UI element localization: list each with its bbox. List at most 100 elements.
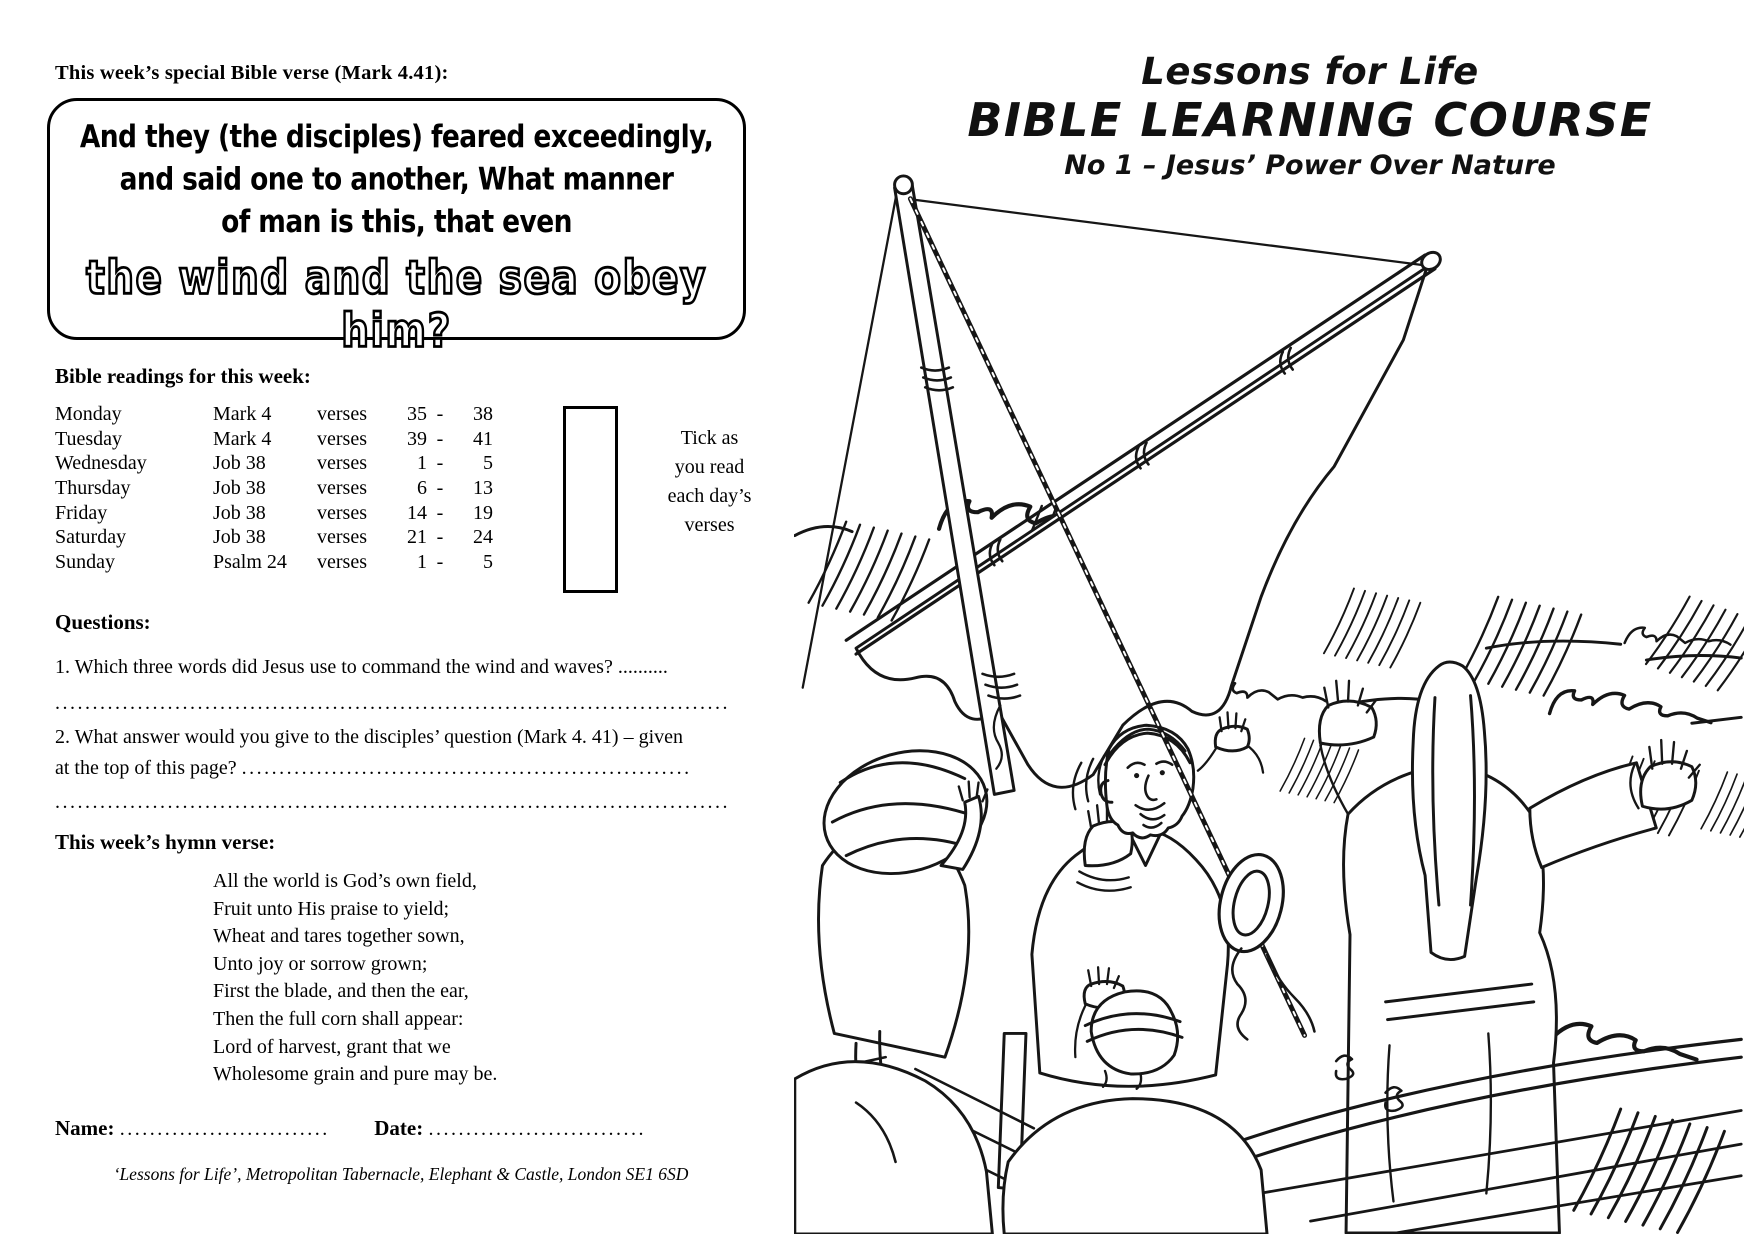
name-date-row: Name: ............................ Date:…: [55, 1116, 747, 1141]
spar-cap: [1420, 250, 1442, 271]
reading-dash: -: [436, 526, 444, 549]
readings-heading: Bible readings for this week:: [55, 364, 311, 388]
reading-dash: -: [436, 403, 444, 425]
jesus-right-arm: [1528, 761, 1658, 869]
reading-row: Friday Job 38 verses 14- 19: [55, 501, 495, 526]
verse-line: and said one to another, What manner: [119, 161, 674, 198]
reading-day: Sunday: [55, 551, 115, 574]
reading-row: Thursday Job 38 verses 6- 13: [55, 476, 495, 501]
reading-book: Job 38: [213, 477, 266, 500]
tick-note: Tick as you read each day’s verses: [637, 424, 782, 540]
disciple-turban-figure: [817, 749, 989, 1059]
reading-to: 13: [473, 477, 493, 500]
reading-dash: -: [436, 551, 444, 574]
verse-line: of man is this, that even: [221, 203, 572, 241]
disciple-hand-raised: [1196, 711, 1265, 774]
halyard-rope: [912, 198, 1423, 266]
tick-note-line: you read: [674, 456, 745, 478]
reading-from: 6: [417, 477, 427, 500]
reading-row: Saturday Job 38 verses 21- 24: [55, 525, 495, 550]
reading-verses-label: verses: [317, 477, 367, 500]
answer-dotted-line: ........................................…: [55, 692, 730, 714]
reading-from: 21: [407, 526, 427, 549]
reading-book: Mark 4: [213, 427, 272, 450]
hymn-line: All the world is God’s own field,: [213, 870, 477, 892]
reading-book: Job 38: [213, 501, 266, 524]
reading-dash: -: [436, 452, 444, 475]
reading-to: 5: [483, 452, 493, 475]
motion-lines: [1071, 754, 1106, 811]
verse-emphasis-outline-text: the wind and the sea obey him?: [85, 251, 707, 360]
reading-dash: -: [436, 427, 444, 450]
tick-note-line: verses: [684, 514, 735, 536]
hymn-line: Lord of harvest, grant that we: [213, 1035, 451, 1058]
course-series-title: Lessons for Life: [1141, 50, 1479, 93]
hymn-line: Fruit unto His praise to yield;: [213, 897, 450, 920]
reading-day: Tuesday: [55, 427, 123, 450]
reading-row: Sunday Psalm 24 verses 1- 5: [55, 550, 495, 575]
reading-to: 38: [473, 403, 493, 425]
hymn-verse: All the world is God’s own field, Fruit …: [213, 868, 497, 1089]
storm-illustration: [794, 174, 1744, 1234]
reading-from: 14: [407, 501, 427, 524]
shoulder-left: [794, 1060, 994, 1234]
mast-cap: [893, 174, 914, 196]
reading-verses-label: verses: [317, 427, 367, 450]
answer-dotted-line: ........................................…: [241, 757, 692, 779]
reading-dash: -: [436, 501, 444, 524]
publisher-footer: ‘Lessons for Life’, Metropolitan Taberna…: [113, 1164, 689, 1184]
question-2-line2: at the top of this page? ...............…: [55, 757, 747, 780]
reading-verses-label: verses: [317, 551, 367, 574]
reading-book: Mark 4: [213, 403, 272, 425]
hymn-heading: This week’s hymn verse:: [55, 830, 276, 854]
reading-day: Saturday: [55, 526, 127, 549]
reading-day: Friday: [55, 501, 108, 524]
turban: [822, 749, 989, 876]
hymn-line: Wheat and tares together sown,: [213, 925, 465, 948]
name-field-dots: ............................: [119, 1118, 330, 1140]
reading-from: 1: [417, 551, 427, 574]
sail: [854, 265, 1429, 789]
reading-day: Wednesday: [55, 452, 147, 475]
date-label: Date:: [374, 1116, 424, 1140]
reading-to: 24: [473, 526, 493, 549]
mast-and-rigging: [801, 174, 1442, 796]
hymn-line: Unto joy or sorrow grown;: [213, 952, 428, 975]
question-2-line1: 2. What answer would you give to the dis…: [55, 726, 684, 748]
hymn-line: Then the full corn shall appear:: [213, 1007, 464, 1030]
reading-book: Job 38: [213, 526, 266, 549]
reading-book: Psalm 24: [213, 551, 287, 574]
course-title-block: Lessons for Life BIBLE LEARNING COURSE N…: [866, 50, 1754, 181]
reading-verses-label: verses: [317, 501, 367, 524]
date-field-dots: .............................: [428, 1118, 646, 1140]
question-2-text: at the top of this page?: [55, 757, 242, 779]
worksheet-page: This week’s special Bible verse (Mark 4.…: [47, 58, 751, 1218]
reading-day: Thursday: [55, 477, 131, 500]
name-label: Name:: [55, 1116, 115, 1140]
reading-from: 35: [407, 403, 427, 425]
verse-header: This week’s special Bible verse (Mark 4.…: [55, 62, 449, 84]
reading-dash: -: [436, 477, 444, 500]
stay-rope: [801, 192, 898, 689]
foreground-disciples: [794, 966, 1269, 1234]
answer-dotted-line: ........................................…: [55, 791, 730, 813]
reading-to: 5: [483, 551, 493, 574]
reading-from: 1: [417, 452, 427, 475]
disciple-back: [1001, 1097, 1269, 1234]
jesus-hair: [1410, 660, 1488, 962]
hymn-line: First the blade, and then the ear,: [213, 980, 469, 1003]
jesus-right-hand: [1639, 760, 1698, 811]
hymn-line: Wholesome grain and pure may be.: [213, 1063, 498, 1086]
tick-note-line: Tick as: [680, 427, 739, 449]
reading-verses-label: verses: [317, 526, 367, 549]
lesson-subtitle: No 1 – Jesus’ Power Over Nature: [1064, 150, 1556, 181]
question-1: 1. Which three words did Jesus use to co…: [55, 656, 668, 678]
backstay-and-pulley: [907, 196, 1404, 1113]
questions-heading: Questions:: [55, 610, 151, 634]
tick-box: [563, 406, 618, 593]
reading-to: 19: [473, 501, 493, 524]
